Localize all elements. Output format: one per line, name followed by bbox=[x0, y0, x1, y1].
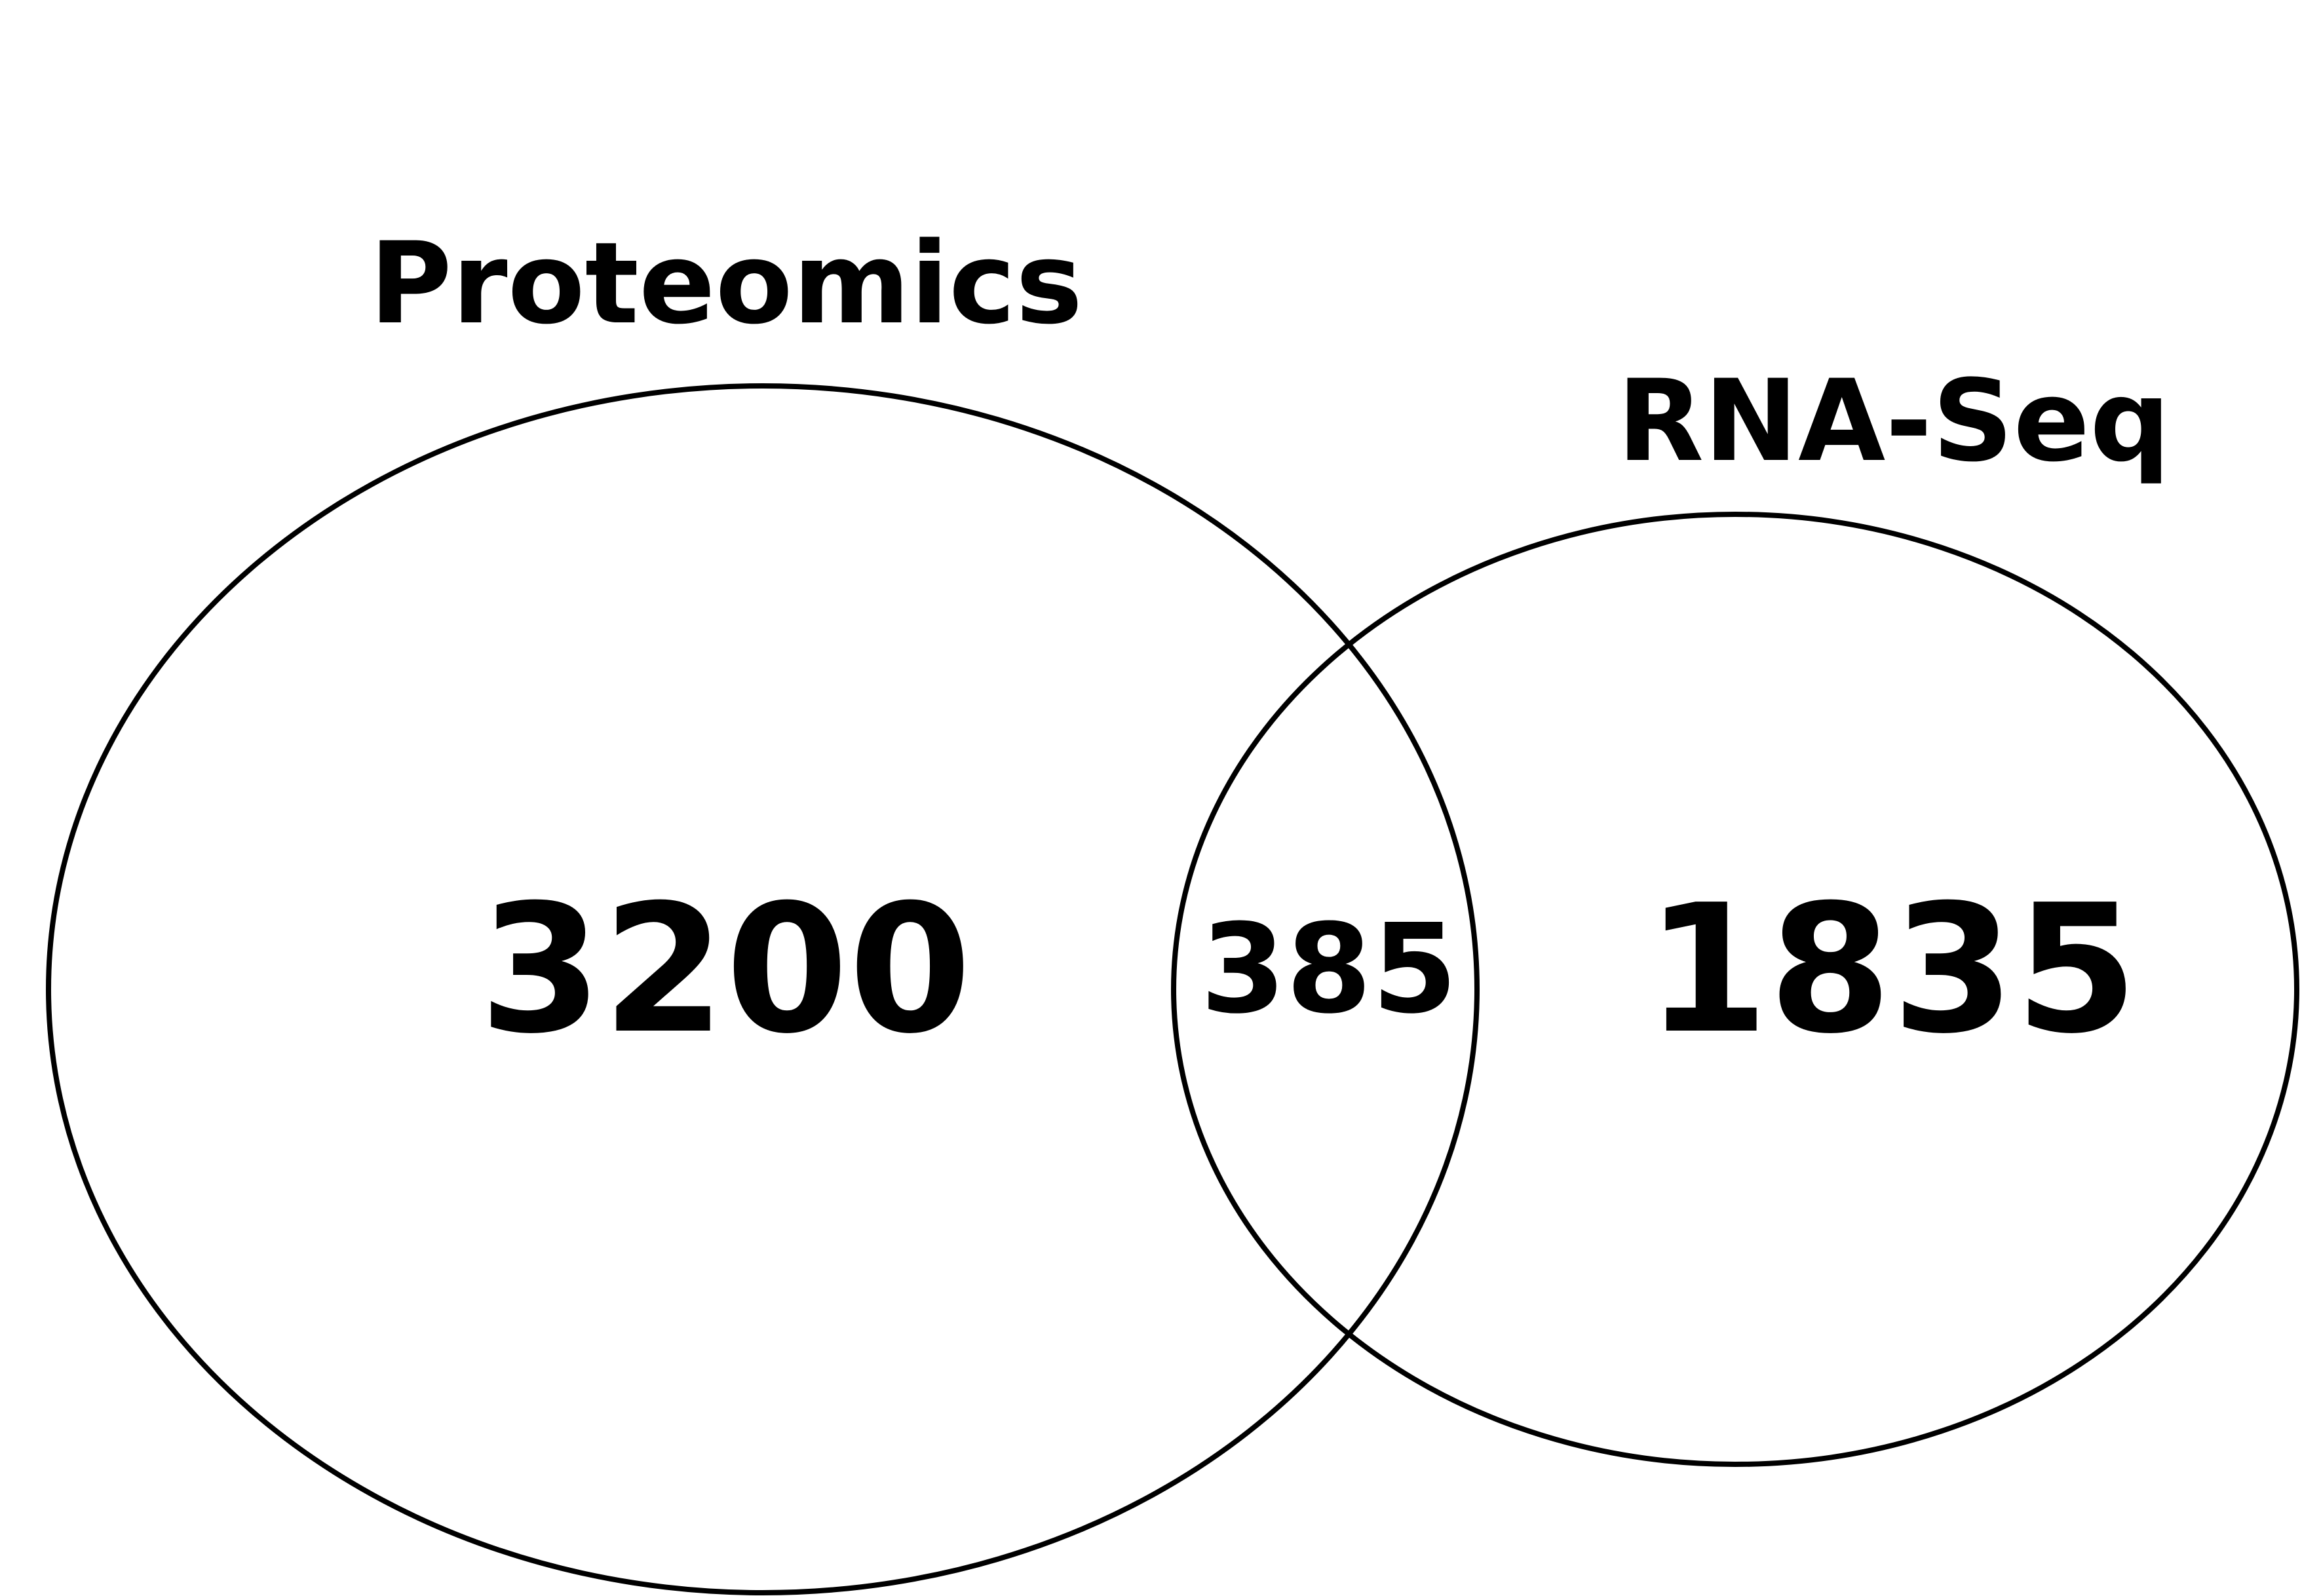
proteomics-set-label: Proteomics bbox=[370, 218, 1083, 349]
proteomics-set-outline bbox=[46, 383, 1480, 1595]
rnaseq-set-label: RNA-Seq bbox=[1617, 355, 2171, 487]
proteomics-only-count: 3200 bbox=[479, 866, 971, 1073]
rnaseq-only-count: 1835 bbox=[1645, 866, 2138, 1073]
intersection-count: 385 bbox=[1200, 898, 1457, 1041]
rnaseq-set-outline bbox=[1171, 512, 2299, 1467]
